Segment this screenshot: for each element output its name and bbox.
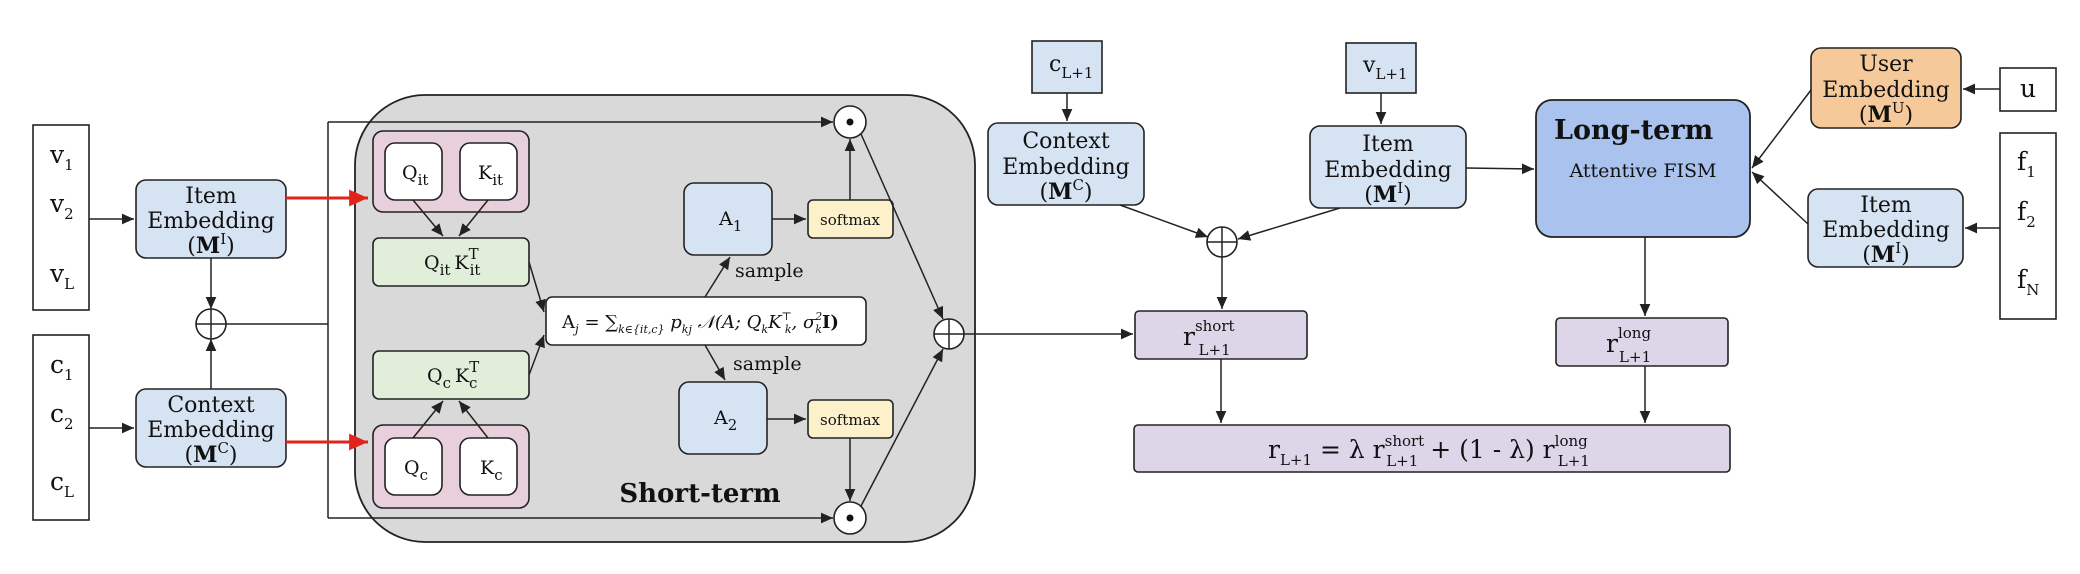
user-embedding-line1: User <box>1859 52 1913 77</box>
next-context-embedding-matrix: (MC) <box>1039 176 1092 205</box>
next-item-input-box <box>1345 42 1417 94</box>
item-embedding-matrix: (MI) <box>187 230 234 259</box>
long-term-box <box>1535 99 1751 238</box>
edge-k-c-to-qk-c <box>458 400 489 439</box>
long-term-title: Long-term <box>1554 115 1713 146</box>
a2-box <box>678 381 768 455</box>
context-input-c1: c1 <box>50 350 74 384</box>
edge-user-embedding-to-long-term <box>1751 89 1812 169</box>
q-it-label: Qit <box>402 162 428 189</box>
qk-it-box <box>372 237 530 287</box>
edge-item-embedding-to-sum <box>1237 207 1341 241</box>
user-embedding-box <box>1810 47 1962 129</box>
r-long-box <box>1555 317 1729 367</box>
context-input-c2: c2 <box>50 399 74 433</box>
qk-c-box <box>372 350 530 400</box>
k-c-label: Kc <box>480 457 503 484</box>
context-embedding-label-line2: Embedding <box>147 418 274 443</box>
next-context-input-box <box>1031 40 1103 94</box>
item-input-vL: vL <box>49 259 74 293</box>
edge-k-it-to-qk-it <box>458 199 489 237</box>
user-embedding-matrix: (MU) <box>1859 99 1913 128</box>
multiply-node-top-dot <box>846 118 854 126</box>
attention-formula-box <box>545 296 867 346</box>
context-embedding-matrix: (MC) <box>184 439 237 468</box>
item-sequence-input-box <box>32 124 90 311</box>
a2-label: A2 <box>713 407 737 434</box>
next-context-embedding-line2: Embedding <box>1002 155 1129 180</box>
user-input-u: u <box>2020 74 2036 103</box>
next-context-input: cL+1 <box>1049 52 1093 82</box>
context-input-cL: cL <box>50 467 74 501</box>
final-score-box <box>1133 424 1731 473</box>
edge-bottom-dot-to-sum <box>860 348 944 507</box>
edge-q-c-to-qk-c <box>412 400 444 439</box>
item-input-v2: v2 <box>49 189 74 223</box>
edge-qk-it-to-formula <box>528 261 546 313</box>
next-item-embedding-matrix: (MI) <box>1364 179 1411 208</box>
edge-context-embedding-to-sum <box>1119 204 1209 238</box>
softmax-label-top: softmax <box>820 211 880 229</box>
k-it-label: Kit <box>478 162 503 189</box>
sample-label-bottom: sample <box>733 353 802 375</box>
fism-item-embedding-matrix: (MI) <box>1862 239 1909 268</box>
edge-qk-c-to-formula <box>528 334 545 376</box>
next-context-embedding-line1: Context <box>1022 129 1110 154</box>
edge-formula-to-a1 <box>704 256 731 298</box>
item-input-v1: v1 <box>49 140 74 174</box>
next-item-embedding-line1: Item <box>1362 132 1414 157</box>
multiply-node-bottom-dot <box>846 514 854 522</box>
next-item-input: vL+1 <box>1362 53 1408 83</box>
context-sequence-input-box <box>32 334 90 521</box>
fism-item-embedding-line2: Embedding <box>1822 218 1949 243</box>
context-embedding-label-line1: Context <box>167 393 255 418</box>
fism-items-input-box <box>1999 132 2057 320</box>
fism-item-embedding-line1: Item <box>1860 193 1912 218</box>
next-context-embedding-box <box>987 122 1145 206</box>
fism-input-fN: fN <box>2017 265 2039 299</box>
short-term-label: Short-term <box>619 479 780 509</box>
k-it-box <box>459 142 518 201</box>
edge-fism-embedding-to-long-term <box>1751 171 1809 225</box>
user-input-box <box>1999 67 2057 112</box>
q-c-label: Qc <box>404 457 428 484</box>
edge-q-it-to-qk-it <box>412 199 444 237</box>
next-item-embedding-line2: Embedding <box>1324 158 1451 183</box>
edge-top-dot-to-sum <box>860 133 944 320</box>
k-c-box <box>459 437 518 496</box>
edge-item-embedding-to-long-term <box>1465 163 1535 175</box>
sum-node-left <box>195 308 227 340</box>
fism-item-embedding-box <box>1807 188 1964 268</box>
a1-label: A1 <box>718 208 742 235</box>
sample-label-top: sample <box>735 260 804 282</box>
sum-node-right <box>1206 226 1238 258</box>
fism-input-f1: f1 <box>2017 147 2036 181</box>
item-embedding-label-line1: Item <box>185 184 237 209</box>
fism-input-f2: f2 <box>2017 197 2036 231</box>
edge-formula-to-a2 <box>704 344 726 381</box>
softmax-label-bottom: softmax <box>820 411 880 429</box>
long-term-subtitle: Attentive FISM <box>1568 160 1716 182</box>
user-embedding-line2: Embedding <box>1822 78 1949 103</box>
next-item-embedding-box <box>1309 125 1467 209</box>
sum-node-short-term <box>933 318 965 350</box>
item-embedding-label-line2: Embedding <box>147 209 274 234</box>
